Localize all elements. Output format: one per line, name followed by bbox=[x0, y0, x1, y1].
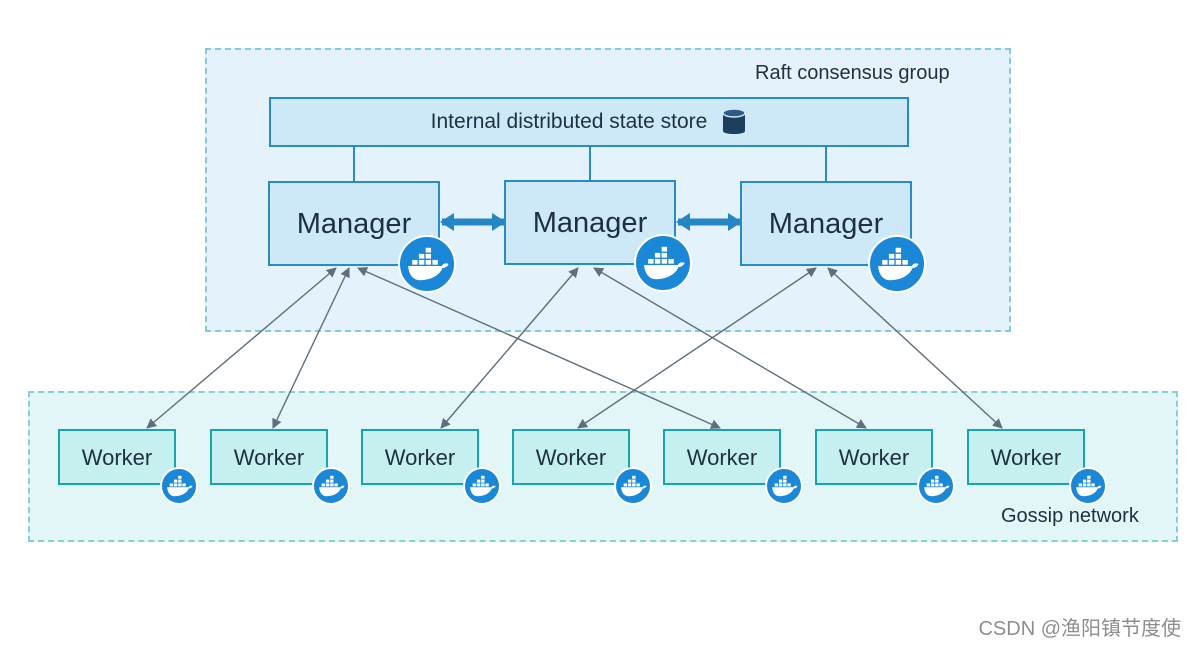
manager-node: Manager bbox=[268, 181, 456, 293]
gossip-arrow-1 bbox=[146, 267, 337, 429]
docker-whale-icon bbox=[398, 235, 456, 293]
docker-whale-icon bbox=[463, 467, 501, 505]
manager-label: Manager bbox=[532, 207, 648, 239]
worker-node: Worker bbox=[512, 429, 652, 505]
state-store-label: Internal distributed state store bbox=[430, 110, 708, 133]
worker-node: Worker bbox=[210, 429, 350, 505]
worker-node: Worker bbox=[58, 429, 198, 505]
worker-label: Worker bbox=[686, 445, 758, 470]
docker-whale-icon bbox=[868, 235, 926, 293]
worker-node: Worker bbox=[815, 429, 955, 505]
worker-node: Worker bbox=[361, 429, 501, 505]
state-store: Internal distributed state store bbox=[269, 97, 909, 147]
worker-label: Worker bbox=[81, 445, 153, 470]
gossip-group-label: Gossip network bbox=[1001, 505, 1139, 527]
worker-label: Worker bbox=[838, 445, 910, 470]
worker-label: Worker bbox=[990, 445, 1062, 470]
manager-label: Manager bbox=[768, 208, 884, 240]
manager-label: Manager bbox=[296, 208, 412, 240]
worker-node: Worker bbox=[967, 429, 1107, 505]
gossip-arrow-6 bbox=[593, 267, 867, 429]
manager-node: Manager bbox=[504, 180, 692, 292]
docker-whale-icon bbox=[634, 234, 692, 292]
docker-whale-icon bbox=[160, 467, 198, 505]
docker-whale-icon bbox=[765, 467, 803, 505]
worker-node: Worker bbox=[663, 429, 803, 505]
worker-label: Worker bbox=[384, 445, 456, 470]
docker-whale-icon bbox=[917, 467, 955, 505]
docker-whale-icon bbox=[614, 467, 652, 505]
watermark: CSDN @渔阳镇节度使 bbox=[978, 618, 1181, 640]
gossip-arrow-5 bbox=[577, 267, 817, 429]
worker-label: Worker bbox=[233, 445, 305, 470]
docker-whale-icon bbox=[312, 467, 350, 505]
manager-node: Manager bbox=[740, 181, 926, 293]
gossip-arrow-3 bbox=[440, 267, 579, 429]
gossip-arrow-4 bbox=[357, 267, 721, 429]
docker-whale-icon bbox=[1069, 467, 1107, 505]
database-icon bbox=[721, 107, 747, 137]
gossip-arrow-2 bbox=[272, 267, 350, 429]
raft-group-label: Raft consensus group bbox=[755, 62, 950, 84]
worker-label: Worker bbox=[535, 445, 607, 470]
gossip-arrow-7 bbox=[827, 267, 1003, 429]
